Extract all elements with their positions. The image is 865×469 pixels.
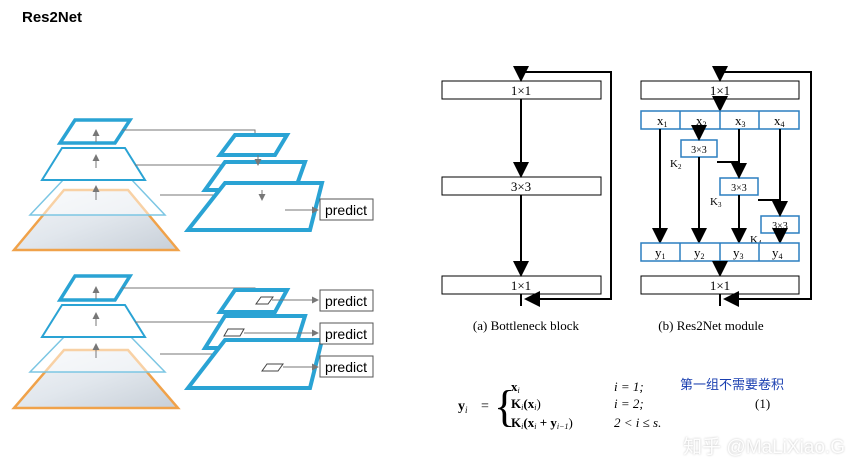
anchor-window: [255, 296, 274, 305]
fpn-diagram-bottom: predict predict predict: [11, 274, 374, 410]
feature-map-top: [216, 288, 291, 314]
page-title: Res2Net: [22, 9, 83, 26]
equation: yi = { xi i = 1; Ki(xi) i = 2; Ki(xi + y…: [458, 379, 770, 431]
equation-equals: =: [481, 399, 489, 414]
equation-case-2: Ki(xi): [511, 396, 541, 412]
feature-map-bottom: [183, 181, 325, 232]
pyramid-level-2: [40, 304, 147, 338]
pyramid-level-1: [28, 335, 167, 373]
watermark: 知乎 @MaLiXiao.G: [683, 437, 845, 458]
predict-label: predict: [325, 202, 367, 218]
x1-label: x1: [657, 113, 668, 129]
x2-label: x2: [696, 113, 707, 129]
fpn-diagram-top: predict: [11, 118, 374, 252]
skip-connection: [521, 71, 612, 307]
conv-label: 1×1: [511, 83, 531, 98]
y2-label: y2: [694, 245, 705, 261]
conv-label: 1×1: [511, 278, 531, 293]
anchor-window: [223, 328, 245, 337]
equation-case-3: Ki(xi + yi−1): [511, 415, 573, 431]
svg-text:3×3: 3×3: [772, 221, 788, 232]
feature-map-top: [216, 133, 291, 157]
equation-number: (1): [755, 396, 770, 411]
res2net-diagram: 1×1 x1 x2 x3 x4 3×3 K2 3×3 K3 3×3 K4: [640, 66, 812, 333]
skip-connection: [720, 71, 812, 307]
predict-box: [319, 289, 374, 312]
flow-arrow: [758, 199, 788, 217]
svg-text:3×3: 3×3: [691, 145, 707, 156]
caption-b: (b) Res2Net module: [658, 318, 764, 333]
equation-lhs: yi: [458, 399, 468, 415]
equation-brace: {: [494, 382, 515, 431]
conv-label: 3×3: [511, 179, 531, 194]
equation-cond-1: i = 1;: [614, 379, 644, 394]
conv-label: 1×1: [710, 83, 730, 98]
flow-arrow: [717, 161, 747, 179]
pyramid-level-2: [40, 147, 147, 181]
conv-label: 1×1: [710, 278, 730, 293]
predict-label: predict: [325, 293, 367, 309]
pyramid-level-3: [56, 274, 134, 302]
equation-case-1: xi: [511, 379, 520, 395]
k2-label: K2: [670, 158, 682, 171]
equation-cond-3: 2 < i ≤ s.: [614, 415, 661, 430]
equation-cond-2: i = 2;: [614, 396, 644, 411]
y1-label: y1: [655, 245, 666, 261]
k3-label: K3: [710, 196, 722, 209]
predict-box: [319, 322, 374, 345]
predict-box: [319, 198, 374, 221]
pyramid-level-1: [28, 177, 167, 216]
x4-label: x4: [774, 113, 785, 129]
pyramid-level-3: [56, 118, 134, 145]
caption-a: (a) Bottleneck block: [473, 318, 580, 333]
predict-label: predict: [325, 359, 367, 375]
predict-label: predict: [325, 326, 367, 342]
bottleneck-diagram: 1×1 3×3 1×1 (a) Bottleneck block: [441, 66, 612, 333]
x3-label: x3: [735, 113, 746, 129]
y4-label: y4: [772, 245, 783, 261]
annotation-note: 第一组不需要卷积: [680, 378, 785, 393]
y3-label: y3: [733, 245, 744, 261]
anchor-window: [261, 363, 284, 372]
svg-text:3×3: 3×3: [731, 183, 747, 194]
predict-box: [319, 355, 374, 378]
